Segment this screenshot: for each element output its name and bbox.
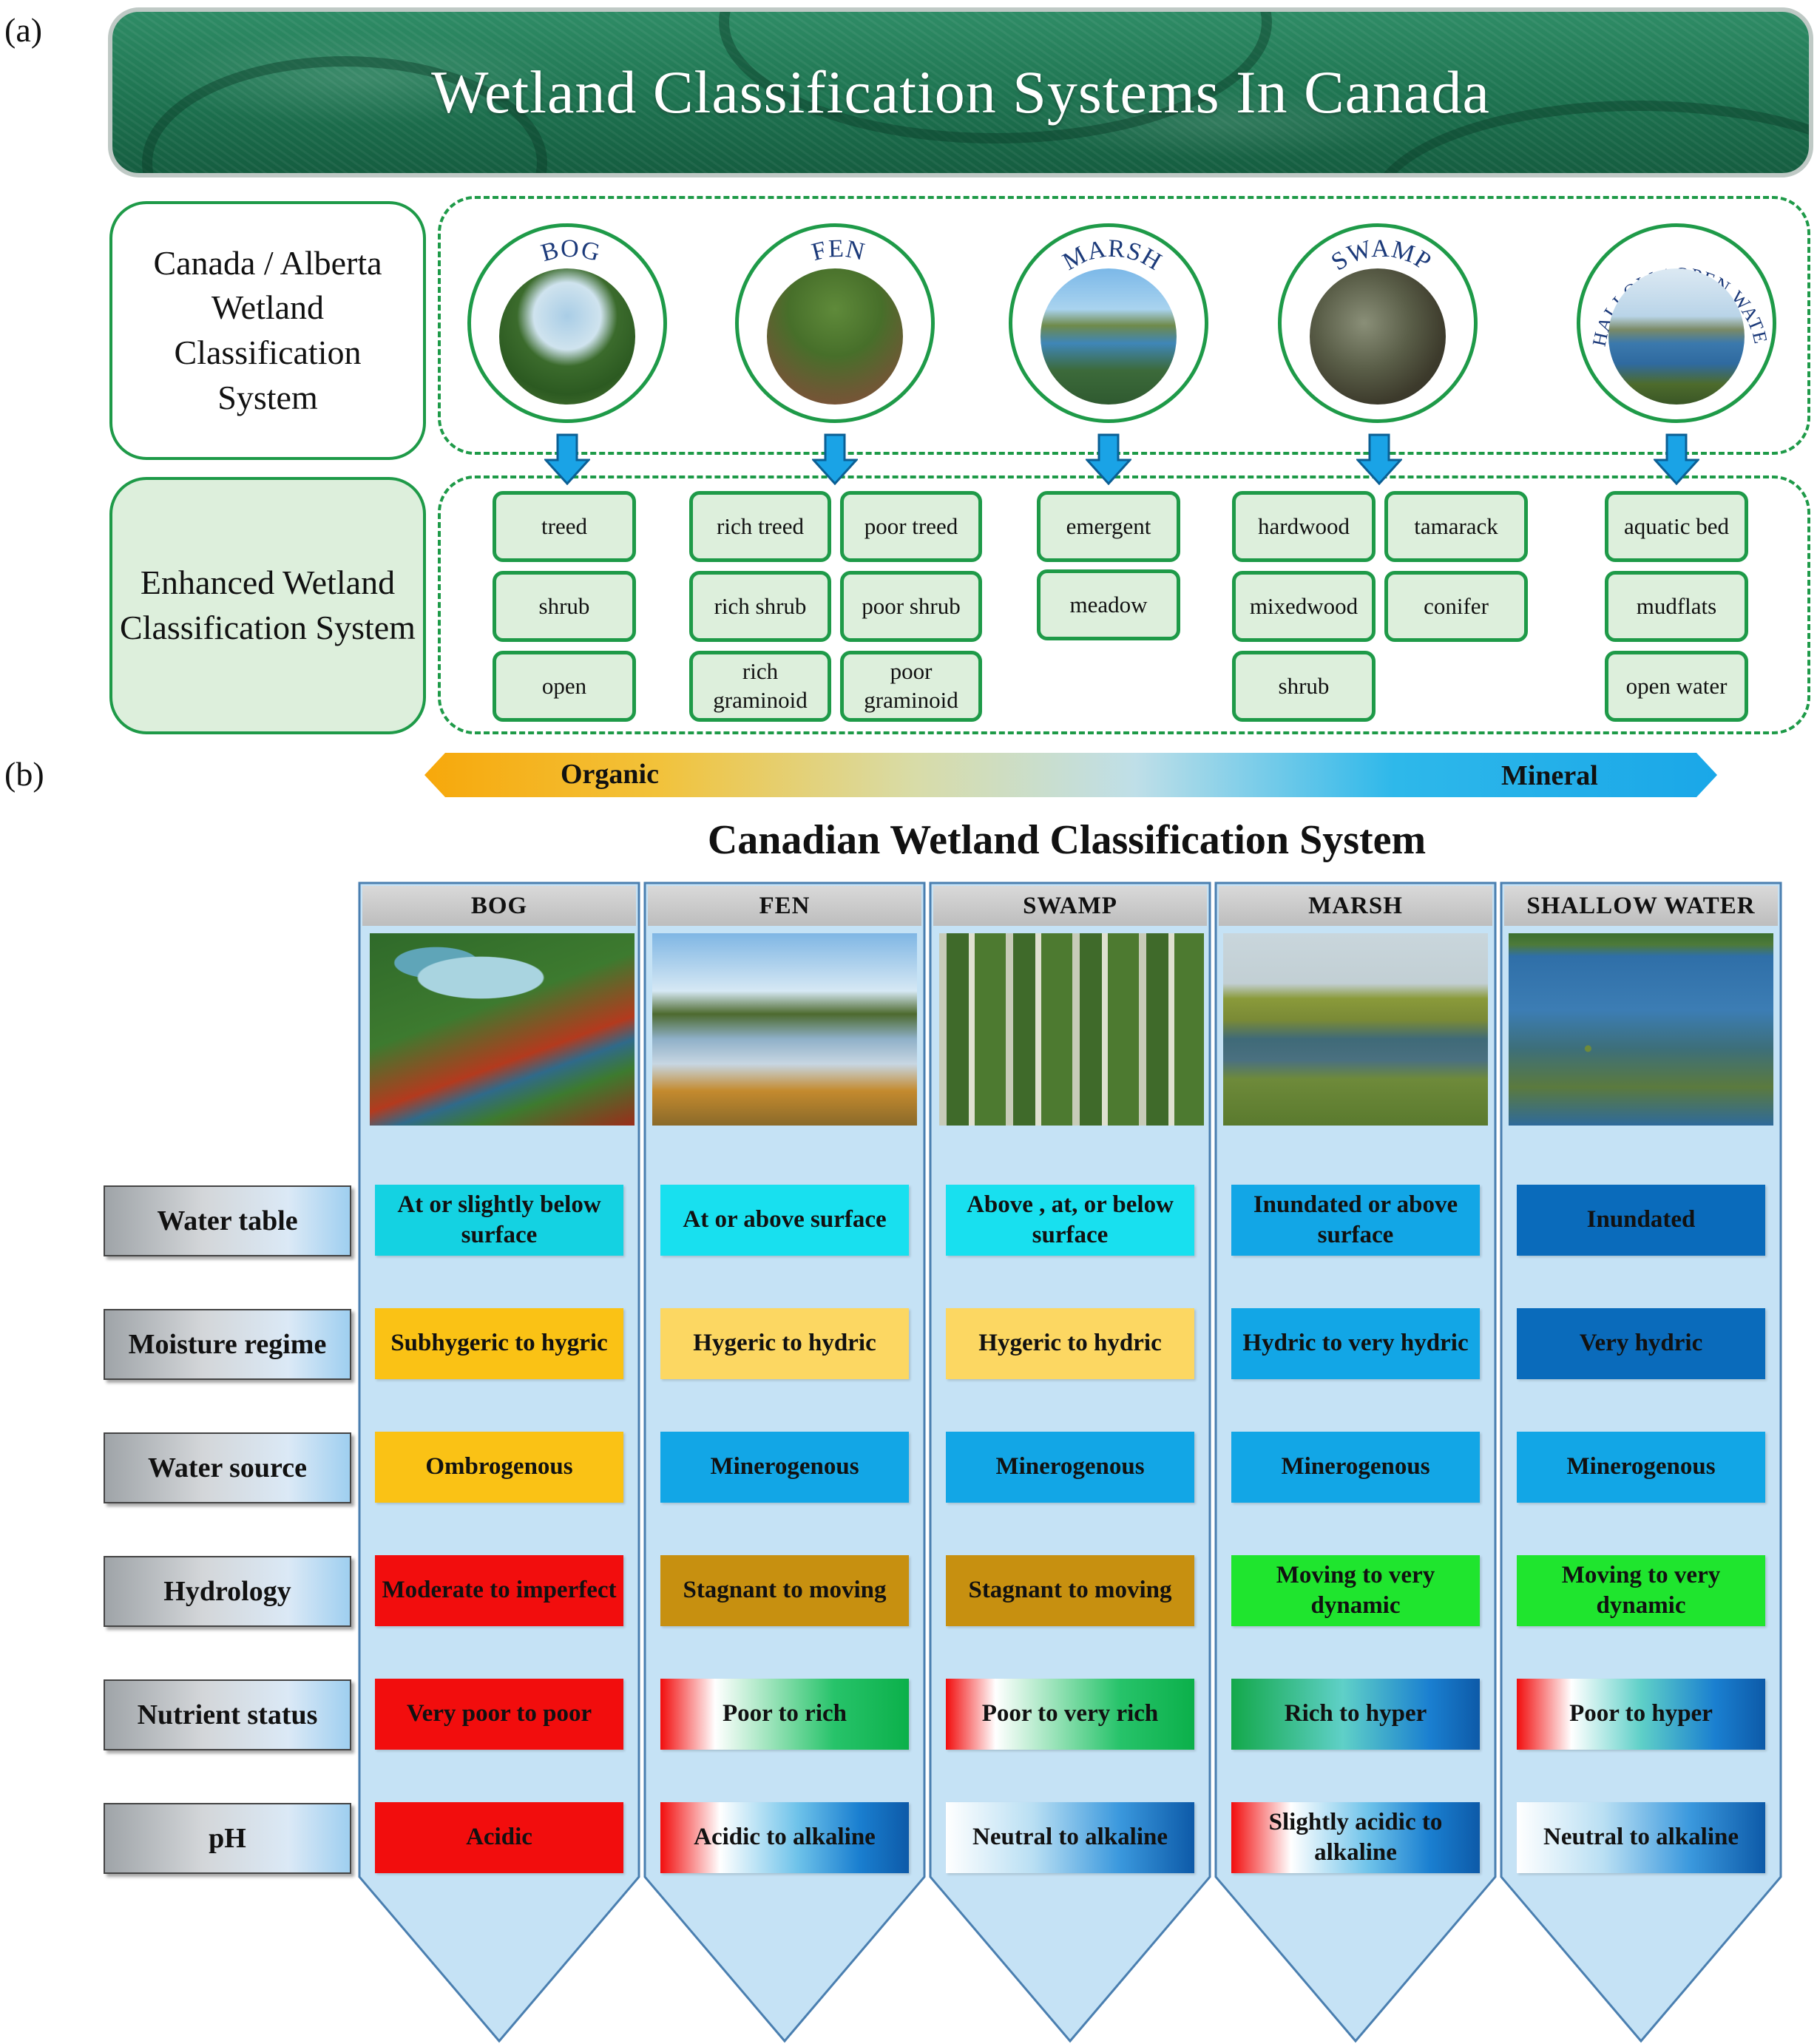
subclass-box: poor graminoid [840, 651, 982, 722]
row-label-hydrology: Hydrology [104, 1556, 351, 1627]
cell-swamp-water-source: Minerogenous [946, 1432, 1194, 1503]
swamp-photo [1310, 268, 1446, 405]
cell-bog-moisture: Subhygeric to hygric [375, 1308, 623, 1379]
wetland-classes-group [438, 196, 1810, 455]
canada-alberta-system-label: Canada / Alberta Wetland Classification … [153, 243, 382, 416]
organic-mineral-gradient-arrow [424, 753, 1717, 797]
fen-photo [652, 933, 917, 1126]
wetland-subclasses-group [438, 476, 1810, 734]
swamp-photo [939, 933, 1204, 1126]
shallow-water-photo [1509, 933, 1773, 1126]
subclass-box: treed [493, 491, 636, 562]
subclass-box: hardwood [1232, 491, 1376, 562]
column-header-fen: FEN [648, 886, 921, 926]
subclass-box: rich graminoid [689, 651, 831, 722]
cell-fen-hydrology: Stagnant to moving [660, 1555, 909, 1626]
subclass-box: shrub [1232, 651, 1376, 722]
svg-text:BOG: BOG [538, 235, 603, 267]
cell-bog-nutrient: Very poor to poor [375, 1679, 623, 1750]
subclass-box: conifer [1384, 571, 1528, 642]
row-label-water-table: Water table [104, 1185, 351, 1256]
open-water-arrow-icon [1654, 433, 1699, 485]
swamp-class-ring: SWAMP [1278, 223, 1478, 423]
subclass-box: open [493, 651, 636, 722]
subclass-box: rich shrub [689, 571, 831, 642]
subclass-box: emergent [1037, 491, 1180, 562]
svg-text:FEN: FEN [809, 235, 868, 266]
cell-marsh-ph: Slightly acidic to alkaline [1231, 1802, 1480, 1873]
cell-marsh-moisture: Hydric to very hydric [1231, 1308, 1480, 1379]
marsh-photo [1041, 268, 1177, 405]
subclass-box: poor shrub [840, 571, 982, 642]
organic-label: Organic [561, 759, 659, 790]
subclass-box: mixedwood [1232, 571, 1376, 642]
cell-swamp-nutrient: Poor to very rich [946, 1679, 1194, 1750]
cell-fen-water-source: Minerogenous [660, 1432, 909, 1503]
column-header-marsh: MARSH [1219, 886, 1492, 926]
subclass-box: open water [1605, 651, 1748, 722]
bog-class-ring: BOG [467, 223, 667, 423]
cell-fen-moisture: Hygeric to hydric [660, 1308, 909, 1379]
subclass-box: aquatic bed [1605, 491, 1748, 562]
cell-shallow-ph: Neutral to alkaline [1517, 1802, 1765, 1873]
cell-marsh-hydrology: Moving to very dynamic [1231, 1555, 1480, 1626]
row-label-water-source: Water source [104, 1432, 351, 1503]
subclass-box: poor treed [840, 491, 982, 562]
fen-class-label: FEN [809, 235, 867, 266]
row-label-moisture-regime: Moisture regime [104, 1309, 351, 1380]
open-water-class-ring: SHALLOW / OPEN WATER [1577, 223, 1776, 423]
cell-marsh-nutrient: Rich to hyper [1231, 1679, 1480, 1750]
panel-b-title: Canadian Wetland Classification System [707, 817, 1427, 863]
cell-bog-hydrology: Moderate to imperfect [375, 1555, 623, 1626]
row-label-ph: pH [104, 1803, 351, 1874]
column-header-bog: BOG [362, 886, 636, 926]
enhanced-system-box: Enhanced Wetland Classification System [109, 477, 426, 734]
enhanced-system-label: Enhanced Wetland Classification System [120, 564, 416, 646]
canada-alberta-system-box: Canada / Alberta Wetland Classification … [109, 201, 426, 460]
subclass-box: rich treed [689, 491, 831, 562]
subclass-box: meadow [1037, 569, 1180, 640]
column-header-swamp: SWAMP [933, 886, 1207, 926]
fen-photo [767, 268, 903, 405]
fen-arrow-icon [812, 433, 858, 485]
swamp-arrow-icon [1356, 433, 1402, 485]
panel-a-tag: (a) [4, 11, 43, 49]
column-header-shallow-water: SHALLOW WATER [1504, 886, 1778, 926]
marsh-class-ring: MARSH [1009, 223, 1208, 423]
cell-shallow-water-source: Minerogenous [1517, 1432, 1765, 1503]
banner-title: Wetland Classification Systems In Canada [431, 58, 1490, 126]
cell-swamp-water-table: Above , at, or below surface [946, 1185, 1194, 1256]
cell-shallow-nutrient: Poor to hyper [1517, 1679, 1765, 1750]
bog-class-label: BOG [538, 235, 603, 267]
cell-shallow-moisture: Very hydric [1517, 1308, 1765, 1379]
cell-swamp-ph: Neutral to alkaline [946, 1802, 1194, 1873]
cell-fen-ph: Acidic to alkaline [660, 1802, 909, 1873]
open-water-photo [1608, 268, 1745, 405]
cell-fen-nutrient: Poor to rich [660, 1679, 909, 1750]
subclass-box: tamarack [1384, 491, 1528, 562]
subclass-box: mudflats [1605, 571, 1748, 642]
marsh-photo [1223, 933, 1488, 1126]
cell-swamp-moisture: Hygeric to hydric [946, 1308, 1194, 1379]
bog-arrow-icon [544, 433, 590, 485]
cell-bog-water-table: At or slightly below surface [375, 1185, 623, 1256]
row-label-nutrient-status: Nutrient status [104, 1679, 351, 1750]
cell-swamp-hydrology: Stagnant to moving [946, 1555, 1194, 1626]
cell-shallow-water-table: Inundated [1517, 1185, 1765, 1256]
fen-class-ring: FEN [735, 223, 935, 423]
cell-bog-ph: Acidic [375, 1802, 623, 1873]
mineral-label: Mineral [1501, 760, 1598, 791]
title-banner: Wetland Classification Systems In Canada [108, 7, 1813, 177]
cell-marsh-water-table: Inundated or above surface [1231, 1185, 1480, 1256]
cell-bog-water-source: Ombrogenous [375, 1432, 623, 1503]
cell-marsh-water-source: Minerogenous [1231, 1432, 1480, 1503]
panel-b-tag: (b) [4, 755, 44, 793]
bog-photo [370, 933, 635, 1126]
subclass-box: shrub [493, 571, 636, 642]
cell-fen-water-table: At or above surface [660, 1185, 909, 1256]
bog-photo [499, 268, 635, 405]
marsh-arrow-icon [1086, 433, 1131, 485]
cell-shallow-hydrology: Moving to very dynamic [1517, 1555, 1765, 1626]
